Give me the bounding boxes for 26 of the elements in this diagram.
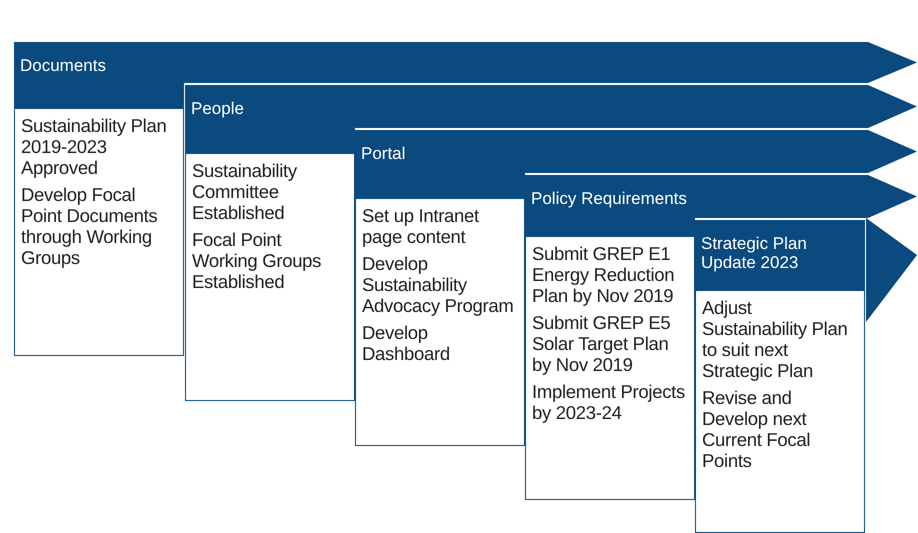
arrow-band bbox=[355, 130, 525, 198]
band-heading: People bbox=[191, 99, 245, 118]
content-box bbox=[185, 153, 355, 401]
band-heading: Policy Requirements bbox=[531, 189, 688, 208]
arrow-band bbox=[525, 175, 695, 236]
content-box bbox=[14, 108, 184, 356]
list-item: Focal Point Working Groups Established bbox=[192, 229, 322, 292]
arrow-band bbox=[185, 85, 355, 153]
list-item: Revise and Develop next Current Focal Points bbox=[702, 387, 812, 471]
list-item: Develop Focal Point Documents through Working Groups bbox=[21, 184, 158, 268]
list-item: Sustainability Plan 2019-2023 Approved bbox=[21, 115, 168, 178]
list-item: Set up Intranet page content bbox=[362, 205, 480, 247]
band-heading: Portal bbox=[361, 144, 406, 163]
list-item: Submit GREP E1 Energy Reduction Plan by Nov 2019 bbox=[532, 243, 676, 306]
list-item: Develop Sustainability Advocacy Program bbox=[362, 253, 514, 316]
content-box bbox=[695, 290, 865, 533]
band-heading: Documents bbox=[20, 56, 107, 75]
list-item: Submit GREP E5 Solar Target Plan by Nov 2019 bbox=[532, 312, 672, 375]
list-item: Sustainability Committee Established bbox=[192, 160, 298, 223]
content-box bbox=[525, 236, 695, 500]
list-item: Develop Dashboard bbox=[362, 322, 451, 364]
list-item: Implement Projects by 2023-24 bbox=[532, 381, 686, 423]
arrow-band bbox=[14, 42, 184, 108]
band-heading: Strategic Plan Update 2023 bbox=[701, 234, 808, 272]
content-box bbox=[355, 198, 525, 446]
list-item: Adjust Sustainability Plan to suit next Strategic Plan bbox=[702, 297, 848, 381]
